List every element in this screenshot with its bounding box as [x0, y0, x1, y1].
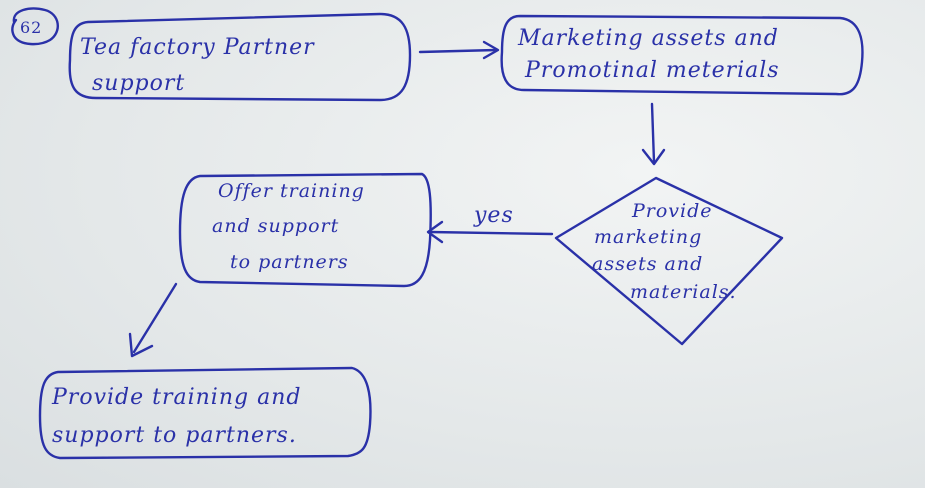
edge-start-to-marketing — [418, 40, 500, 60]
node-offer-line-3: to partners — [230, 251, 349, 273]
node-provide-line-1: Provide training and — [51, 385, 301, 410]
edge-decision-to-offer: yes — [426, 203, 554, 244]
node-provide-border — [38, 366, 372, 460]
node-start: Tea factory Partner support — [68, 12, 412, 102]
node-decision-line-4: materials. — [630, 281, 737, 303]
node-offer-line-1: Offer training — [218, 180, 365, 202]
node-decision-line-1: Provide — [631, 200, 713, 222]
edge-offer-to-provide — [128, 282, 178, 358]
node-marketing: Marketing assets and Promotinal meterial… — [500, 14, 864, 96]
node-marketing-line-1: Marketing assets and — [517, 26, 779, 51]
node-decision-border — [554, 176, 784, 346]
node-decision-line-2: marketing — [594, 226, 702, 248]
node-start-line-2: support — [92, 71, 185, 96]
node-marketing-border — [500, 14, 864, 96]
node-decision-line-3: assets and — [592, 253, 703, 275]
node-decision: Provide marketing assets and materials. — [554, 176, 784, 346]
node-provide-line-2: support to partners. — [52, 423, 297, 448]
edge-yes-label: yes — [473, 203, 514, 228]
node-start-line-1: Tea factory Partner — [80, 35, 315, 60]
node-marketing-line-2: Promotinal meterials — [524, 58, 780, 83]
step-number-text: 62 — [20, 18, 42, 37]
node-provide: Provide training and support to partners… — [38, 366, 372, 460]
node-start-border — [68, 12, 412, 102]
step-number-badge: 62 — [11, 7, 59, 46]
node-offer-border — [178, 172, 432, 288]
node-offer-line-2: and support — [212, 215, 339, 237]
edge-marketing-to-decision — [641, 102, 666, 166]
node-offer: Offer training and support to partners — [178, 172, 432, 288]
